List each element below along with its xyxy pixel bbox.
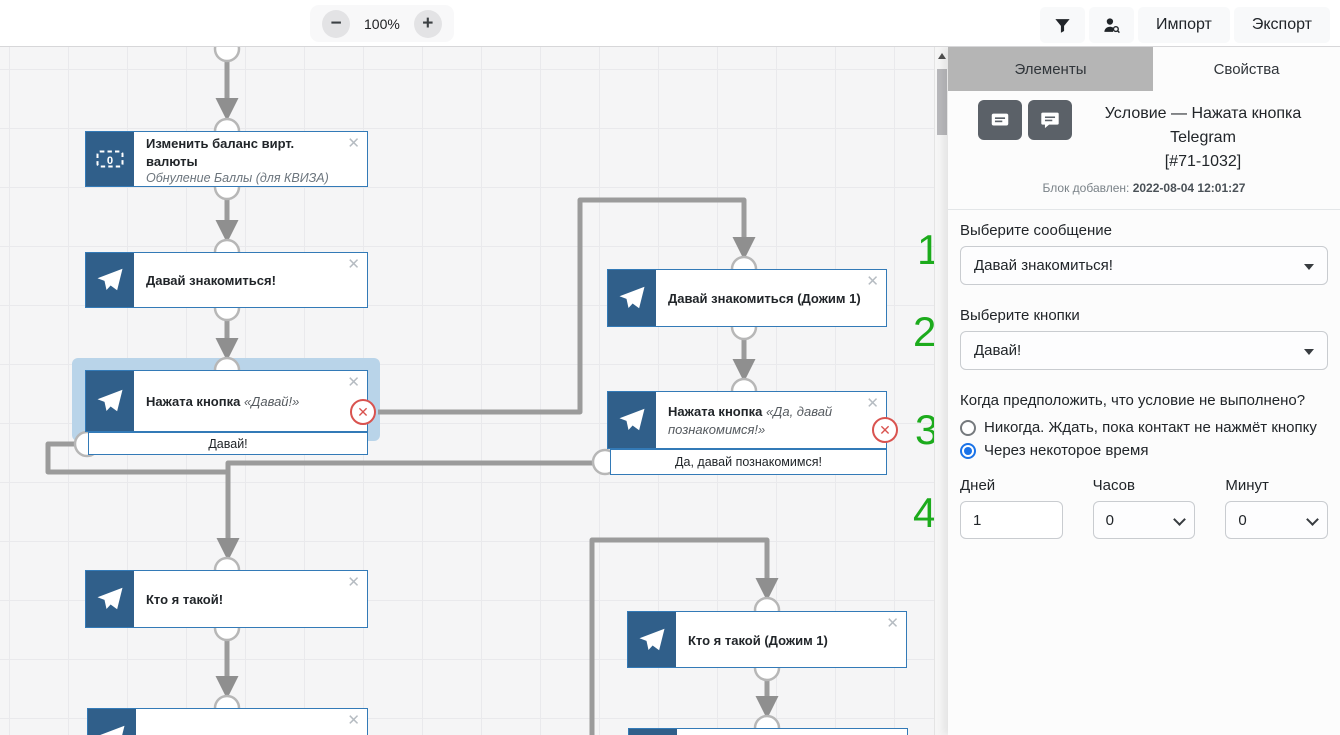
node-title: Кто я такой! <box>146 592 224 608</box>
close-icon[interactable] <box>347 713 360 728</box>
zoom-control: − 100% + <box>310 5 454 42</box>
node-title: Кто я такой (Дожим 1) <box>688 632 828 648</box>
buttons-select[interactable]: Давай! <box>960 331 1328 370</box>
comment-button[interactable] <box>1028 100 1072 140</box>
block-added-timestamp: Блок добавлен: 2022-08-04 12:01:27 <box>1042 181 1246 195</box>
zoom-out-button[interactable]: − <box>322 9 350 38</box>
annotation-2: 2 <box>913 308 937 355</box>
telegram-icon <box>608 270 656 326</box>
node-title: Изменить баланс вирт. валюты <box>146 135 295 169</box>
block-id: [#71-1032] <box>1164 153 1242 170</box>
filter-button[interactable] <box>1039 7 1085 43</box>
close-icon[interactable] <box>886 616 899 631</box>
node-who-am-i[interactable]: Кто я такой! <box>85 570 368 628</box>
tab-properties[interactable]: Свойства <box>1153 47 1340 91</box>
canvas-scrollbar[interactable] <box>934 47 948 735</box>
banknote-icon: 0 <box>86 132 134 186</box>
message-icon <box>991 113 1009 126</box>
condition-form: Выберите сообщение Давай знакомиться! Вы… <box>948 209 1340 539</box>
wait-time-fields: Дней Часов 0 Минут 0 <box>960 477 1328 539</box>
node-button-row-davay[interactable]: Давай! <box>88 432 368 455</box>
flow-canvas[interactable]: 0 Изменить баланс вирт. валюты Обнуление… <box>0 47 948 735</box>
properties-panel: Элементы Свойства Условие — Нажата кнопк… <box>948 47 1340 735</box>
minutes-label: Минут <box>1225 477 1269 494</box>
filter-icon <box>1055 18 1070 33</box>
telegram-icon <box>86 371 134 431</box>
export-button[interactable]: Экспорт <box>1233 7 1330 43</box>
node-subtitle: Обнуление Баллы (для КВИЗА) <box>146 171 329 186</box>
telegram-icon <box>86 253 134 307</box>
message-select[interactable]: Давай знакомиться! <box>960 246 1328 285</box>
close-icon[interactable] <box>347 375 360 390</box>
svg-text:0: 0 <box>107 155 113 167</box>
close-icon[interactable] <box>347 136 360 151</box>
hours-label: Часов <box>1092 477 1135 494</box>
days-label: Дней <box>960 477 996 494</box>
minutes-select[interactable]: 0 <box>1225 501 1328 539</box>
close-icon[interactable] <box>347 257 360 272</box>
node-button-row-yes[interactable]: Да, давай познакомимся! <box>610 449 887 475</box>
close-icon[interactable] <box>347 575 360 590</box>
node-who-am-i-dozhim[interactable]: Кто я такой (Дожим 1) <box>627 611 907 668</box>
top-toolbar: − 100% + Импорт Экспорт <box>0 0 1340 47</box>
import-button[interactable]: Импорт <box>1137 7 1230 43</box>
radio-label: Никогда. Ждать, пока контакт не нажмёт к… <box>984 419 1317 436</box>
node-title: Давай знакомиться (Дожим 1) <box>668 291 861 307</box>
block-title: Условие — Нажата кнопка Telegram [#71-10… <box>1078 100 1328 174</box>
telegram-icon <box>628 612 676 667</box>
node-partial-bottom-right[interactable] <box>628 728 908 735</box>
toolbar-actions: Импорт Экспорт <box>1039 7 1330 43</box>
scrollbar-thumb[interactable] <box>937 69 947 135</box>
message-select-label: Выберите сообщение <box>960 222 1112 239</box>
buttons-select-label: Выберите кнопки <box>960 307 1080 324</box>
node-partial-bottom-left[interactable] <box>87 708 368 735</box>
node-button-pressed-davay[interactable]: Нажата кнопка «Давай!» <box>85 370 368 432</box>
telegram-icon <box>88 709 136 735</box>
node-meet-dozhim[interactable]: Давай знакомиться (Дожим 1) <box>607 269 887 327</box>
close-icon[interactable] <box>866 396 879 411</box>
annotation-4: 4 <box>913 489 937 536</box>
node-title: Нажата кнопка «Давай!» <box>146 394 300 410</box>
radio-option-after-time[interactable]: Через некоторое время <box>960 442 1328 459</box>
annotation-3: 3 <box>915 406 939 453</box>
condition-fail-connector[interactable] <box>350 399 376 425</box>
zoom-in-button[interactable]: + <box>413 9 442 38</box>
panel-tabs: Элементы Свойства <box>948 47 1340 91</box>
scroll-up-icon[interactable] <box>938 53 946 59</box>
search-contact-button[interactable] <box>1088 7 1134 43</box>
telegram-icon <box>86 571 134 627</box>
zoom-level: 100% <box>364 15 400 32</box>
radio-icon[interactable] <box>960 442 976 459</box>
radio-label: Через некоторое время <box>984 442 1149 459</box>
node-title: Давай знакомиться! <box>146 273 276 289</box>
tab-elements[interactable]: Элементы <box>948 47 1153 91</box>
days-input[interactable] <box>960 501 1063 539</box>
telegram-icon <box>629 729 677 735</box>
hours-select[interactable]: 0 <box>1092 501 1196 539</box>
telegram-icon <box>608 392 656 448</box>
node-meet-message[interactable]: Давай знакомиться! <box>85 252 368 308</box>
block-header: Условие — Нажата кнопка Telegram [#71-10… <box>948 91 1340 174</box>
node-change-balance[interactable]: 0 Изменить баланс вирт. валюты Обнуление… <box>85 131 368 187</box>
radio-option-never[interactable]: Никогда. Ждать, пока контакт не нажмёт к… <box>960 419 1328 436</box>
comment-bubble-icon <box>1041 112 1059 129</box>
condition-question: Когда предположить, что условие не выпол… <box>960 392 1306 409</box>
message-button[interactable] <box>978 100 1022 140</box>
node-title: Нажата кнопка «Да, давай познакомимся!» <box>668 404 833 437</box>
node-button-pressed-yes[interactable]: Нажата кнопка «Да, давай познакомимся!» <box>607 391 887 449</box>
condition-fail-connector[interactable] <box>872 417 898 443</box>
close-icon[interactable] <box>866 274 879 289</box>
person-search-icon <box>1104 17 1120 33</box>
radio-icon[interactable] <box>960 419 976 436</box>
